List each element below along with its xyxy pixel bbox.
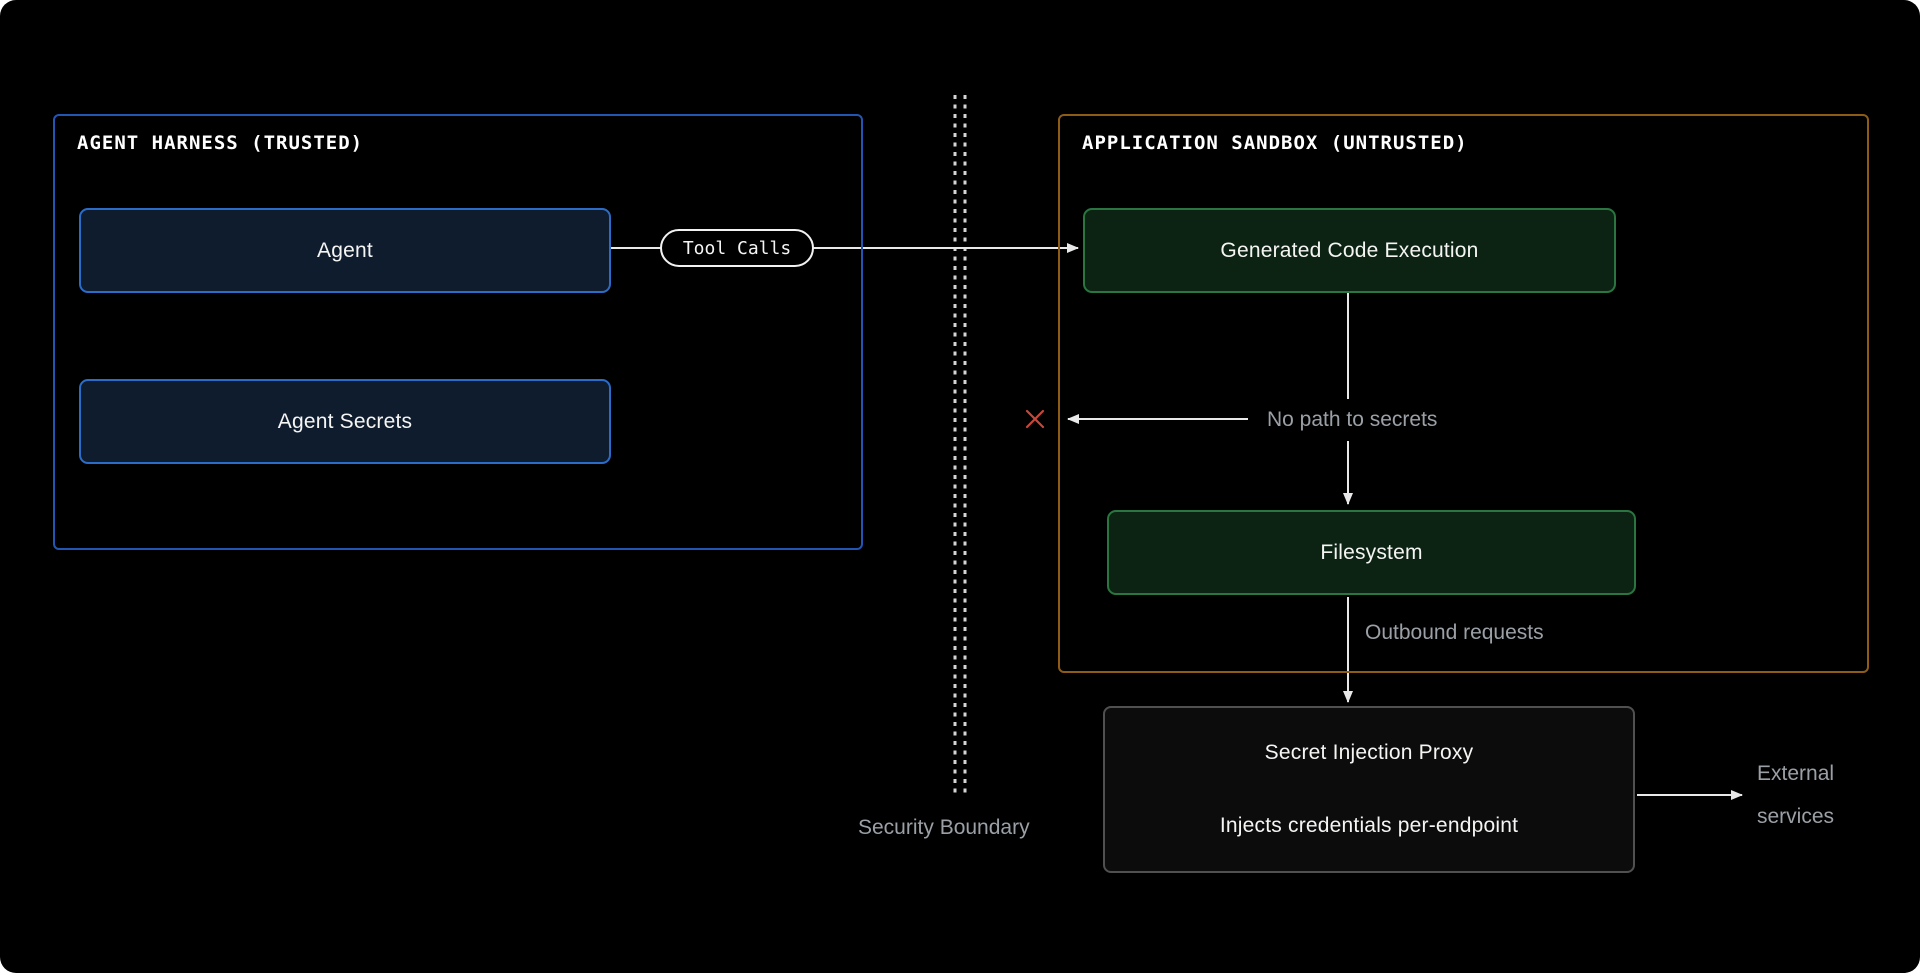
- security-boundary-label: Security Boundary: [858, 816, 1030, 839]
- filesystem-node-label: Filesystem: [1320, 540, 1423, 564]
- generated-code-execution-label: Generated Code Execution: [1220, 238, 1479, 262]
- agent-harness-title: AGENT HARNESS (TRUSTED): [77, 132, 364, 154]
- secret-injection-proxy-node: Secret Injection Proxy Injects credentia…: [1103, 706, 1635, 873]
- proxy-subtitle: Injects credentials per-endpoint: [1219, 814, 1519, 837]
- agent-secrets-node-label: Agent Secrets: [277, 409, 413, 433]
- filesystem-node: Filesystem: [1107, 510, 1636, 595]
- generated-code-execution-node: Generated Code Execution: [1083, 208, 1616, 293]
- proxy-title: Secret Injection Proxy: [1264, 741, 1474, 764]
- tool-calls-badge-label: Tool Calls: [682, 237, 792, 259]
- external-services-label: External services: [1757, 762, 1835, 828]
- tool-calls-badge: Tool Calls: [660, 229, 814, 267]
- security-boundary-dashed-line: [953, 95, 967, 795]
- application-sandbox-group: APPLICATION SANDBOX (UNTRUSTED) Generate…: [1058, 114, 1869, 673]
- agent-harness-group: AGENT HARNESS (TRUSTED) Agent Agent Secr…: [53, 114, 863, 550]
- application-sandbox-title: APPLICATION SANDBOX (UNTRUSTED): [1082, 132, 1468, 154]
- no-path-to-secrets-label: No path to secrets: [1267, 408, 1438, 431]
- outbound-requests-label: Outbound requests: [1365, 621, 1544, 644]
- x-mark-icon: [1025, 409, 1045, 429]
- agent-secrets-node: Agent Secrets: [79, 379, 611, 464]
- agent-node-label: Agent: [317, 238, 373, 262]
- agent-node: Agent: [79, 208, 611, 293]
